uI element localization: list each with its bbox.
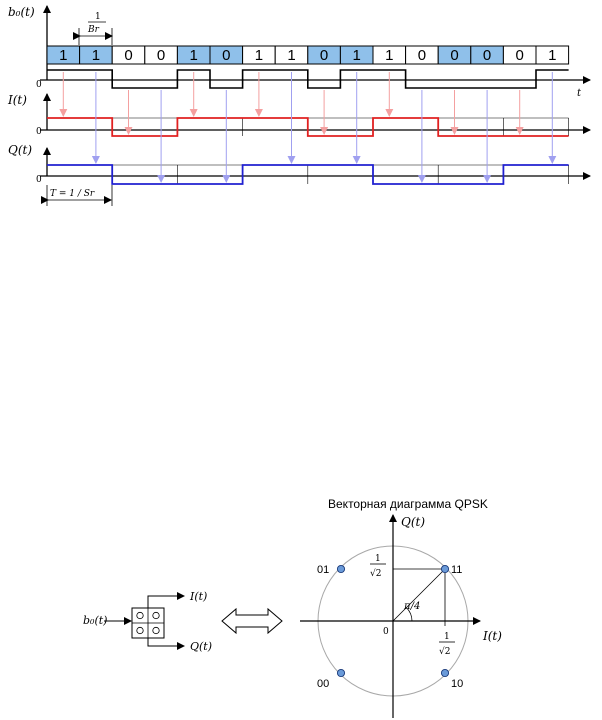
b0-trace: [47, 69, 569, 89]
b0-axis-label: b₀(t): [8, 5, 35, 19]
angle-arc: [406, 607, 413, 622]
bit-value: 0: [450, 47, 458, 64]
origin-label: 0: [383, 627, 389, 637]
modulator-block: b₀(t) I(t) Q(t): [83, 590, 212, 653]
i-tick-denominator: √2: [439, 646, 450, 657]
q-trace: [47, 164, 569, 185]
bit-period-denominator: Br: [87, 25, 100, 35]
bit-value: 0: [222, 47, 230, 64]
i-axis-label: I(t): [482, 629, 502, 643]
q-tick-numerator: 1: [375, 554, 381, 564]
bit-cell: [535, 45, 570, 65]
q-axis-label: Q(t): [401, 515, 425, 529]
constellation-title: Векторная диаграмма QPSK: [328, 497, 488, 511]
constellation-point: [440, 668, 450, 678]
bit-value: 0: [157, 47, 165, 64]
constellation-point: [336, 668, 346, 678]
constellation-point: [440, 564, 450, 574]
block-output-i-label: I(t): [189, 590, 207, 603]
t-axis-label: t: [577, 88, 582, 99]
symbol-period-label: T = 1 / Sr: [50, 189, 95, 199]
block-output-i-arrow: [147, 592, 185, 608]
block-output-q-label: Q(t): [190, 640, 212, 653]
bit-value: 1: [59, 47, 67, 64]
bit-value: 0: [124, 47, 132, 64]
constellation-point: [336, 564, 346, 574]
constellation-point-label: 01: [317, 564, 329, 576]
vector-11: [392, 568, 446, 622]
bit-value: 1: [190, 47, 198, 64]
q-tick-denominator: √2: [370, 568, 381, 579]
i-axis-label: I(t): [7, 93, 27, 107]
equivalence-double-arrow: [221, 607, 283, 635]
constellation-point-label: 11: [451, 564, 462, 576]
bit-value: 1: [385, 47, 393, 64]
timing-diagram: b₀(t) 0 t 1 Br 1 1 0 0 1 0 1 1 0 1 1 0 0 0 0 1 I(t) 0 Q…: [7, 5, 591, 206]
bit-value: 1: [287, 47, 295, 64]
bit-period-numerator: 1: [95, 12, 101, 22]
constellation-point-label: 10: [451, 678, 463, 690]
bit-cells: 1 1 0 0 1 0 1 1 0 1 1 0 0 0 0 1: [46, 45, 570, 65]
bit-value: 1: [353, 47, 361, 64]
block-output-q-arrow: [147, 638, 185, 650]
bit-value: 1: [255, 47, 263, 64]
q-axis-label: Q(t): [8, 143, 32, 157]
bit-value: 0: [320, 47, 328, 64]
block-input-label: b₀(t): [83, 614, 107, 627]
bit-value: 0: [418, 47, 426, 64]
i-tick-numerator: 1: [444, 632, 450, 642]
mapping-arrows: [59, 72, 557, 183]
b0-zero-label: 0: [36, 80, 42, 90]
i-zero-label: 0: [36, 127, 42, 137]
i-waveform: [47, 117, 569, 137]
q-zero-label: 0: [36, 175, 42, 185]
constellation-point-label: 00: [317, 678, 329, 690]
block-cell-tl: [136, 611, 144, 620]
block-cell-br: [152, 626, 160, 635]
constellation-diagram: Векторная диаграмма QPSK Q(t) I(t) 0 π/4…: [300, 497, 502, 718]
bit-value: 1: [92, 47, 100, 64]
bit-value: 0: [483, 47, 491, 64]
q-waveform: [47, 164, 569, 185]
i-trace: [47, 117, 569, 137]
b0-waveform: [47, 69, 569, 89]
block-cell-bl: [136, 626, 144, 635]
bit-value: 1: [548, 47, 556, 64]
angle-label: π/4: [403, 601, 420, 612]
block-cell-tr: [152, 611, 160, 620]
bit-value: 0: [516, 47, 524, 64]
